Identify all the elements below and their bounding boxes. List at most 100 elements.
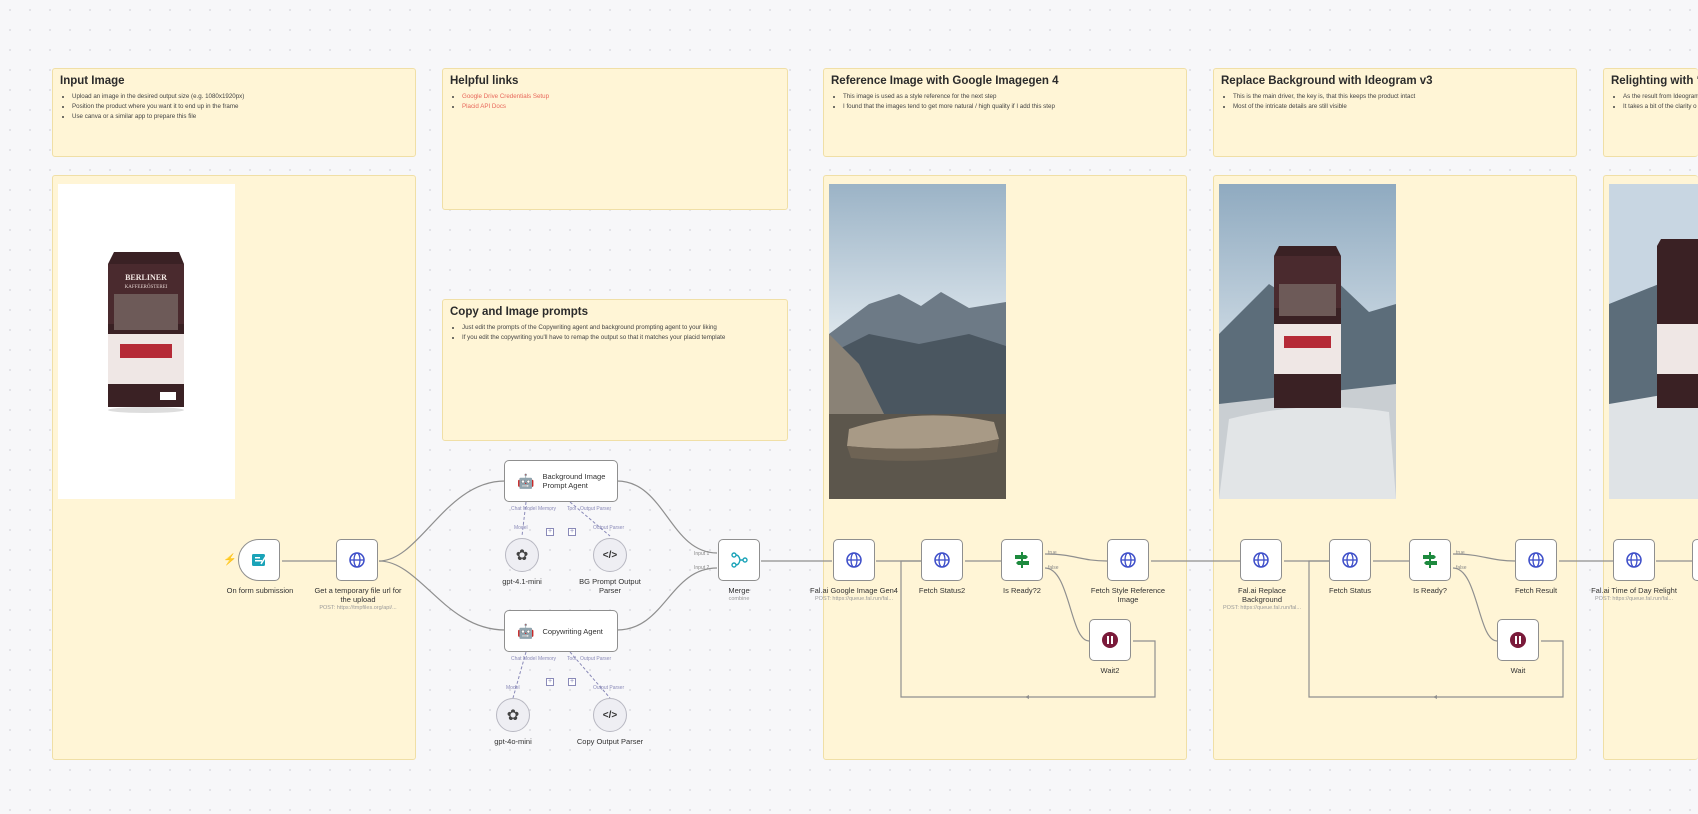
merge-input-2: Input 2 bbox=[694, 565, 710, 571]
globe-icon bbox=[1342, 552, 1358, 568]
note-helpful-links[interactable]: Helpful links Google Drive Credentials S… bbox=[442, 68, 788, 210]
note-title: Copy and Image prompts bbox=[450, 306, 589, 318]
node-sub: combine bbox=[728, 596, 750, 602]
node-label: Wait bbox=[1510, 666, 1526, 675]
node-gpt-4o-mini[interactable]: ✿ bbox=[496, 698, 530, 732]
code-icon: </> bbox=[602, 709, 618, 721]
note-title: Reference Image with Google Imagegen 4 bbox=[831, 75, 1059, 87]
node-on-form-submission[interactable] bbox=[238, 539, 280, 581]
globe-icon bbox=[1528, 552, 1544, 568]
node-next-partial[interactable] bbox=[1692, 539, 1698, 581]
node-is-ready2[interactable] bbox=[1001, 539, 1043, 581]
note-item: I found that the images tend to get more… bbox=[843, 102, 1179, 112]
code-icon: </> bbox=[602, 549, 618, 561]
globe-icon bbox=[846, 552, 862, 568]
note-copy-image-prompts[interactable]: Copy and Image prompts Just edit the pro… bbox=[442, 299, 788, 441]
node-label: Fetch Status bbox=[1328, 586, 1372, 595]
node-sub: POST: https://tmpfiles.org/api/... bbox=[319, 605, 397, 611]
link-google-drive-credentials[interactable]: Google Drive Credentials Setup bbox=[462, 93, 550, 100]
node-gpt-4-1-mini[interactable]: ✿ bbox=[505, 538, 539, 572]
node-label: Is Ready?2 bbox=[1003, 586, 1041, 595]
parser-tag: Output Parser bbox=[593, 525, 625, 531]
robot-icon: 🤖 bbox=[517, 472, 535, 489]
node-fal-replace-background[interactable] bbox=[1240, 539, 1282, 581]
node-label: gpt-4o-mini bbox=[494, 737, 532, 746]
node-get-temporary-file-url[interactable] bbox=[336, 539, 378, 581]
robot-icon: 🤖 bbox=[517, 622, 535, 639]
note-title: Replace Background with Ideogram v3 bbox=[1221, 75, 1433, 87]
signpost-icon bbox=[1423, 552, 1437, 568]
bag-brand-line2: KAFFEERÖSTEREI bbox=[125, 284, 168, 290]
pause-icon bbox=[1510, 632, 1526, 648]
note-item: Upload an image in the desired output si… bbox=[72, 92, 408, 102]
node-wait2[interactable] bbox=[1089, 619, 1131, 661]
note-item: Use canva or a similar app to prepare th… bbox=[72, 112, 408, 122]
link-placid-api-docs[interactable]: Placid API Docs bbox=[462, 103, 507, 110]
add-memory-button[interactable]: + bbox=[546, 678, 554, 686]
replaced-background-image bbox=[1219, 184, 1396, 499]
node-label: Is Ready? bbox=[1413, 586, 1447, 595]
node-sub: POST: https://queue.fal.run/fal... bbox=[1595, 596, 1673, 602]
port-memory: Memory bbox=[538, 656, 557, 662]
port-chat-model: Chat Model bbox=[511, 656, 537, 662]
port-tool: Tool bbox=[567, 656, 577, 662]
note-relighting[interactable]: Relighting with “Ti As the result from I… bbox=[1603, 68, 1698, 157]
node-fetch-status[interactable] bbox=[1329, 539, 1371, 581]
globe-icon bbox=[1626, 552, 1642, 568]
note-replace-background[interactable]: Replace Background with Ideogram v3 This… bbox=[1213, 68, 1577, 157]
reference-mountain-image bbox=[829, 184, 1006, 499]
node-label: Merge bbox=[728, 586, 750, 595]
node-label: Wait2 bbox=[1100, 666, 1120, 675]
note-item: If you edit the copywriting you'll have … bbox=[462, 333, 780, 343]
note-item: Just edit the prompts of the Copywriting… bbox=[462, 323, 780, 333]
node-sub: POST: https://queue.fal.run/fal... bbox=[815, 596, 893, 602]
globe-icon bbox=[1253, 552, 1269, 568]
signpost-icon bbox=[1015, 552, 1029, 568]
port-chat-model: Chat Model bbox=[511, 506, 537, 512]
node-is-ready[interactable] bbox=[1409, 539, 1451, 581]
add-memory-button[interactable]: + bbox=[546, 528, 554, 536]
node-wait[interactable] bbox=[1497, 619, 1539, 661]
node-copy-output-parser[interactable]: </> bbox=[593, 698, 627, 732]
node-fetch-result[interactable] bbox=[1515, 539, 1557, 581]
node-fetch-status2[interactable] bbox=[921, 539, 963, 581]
port-memory: Memory bbox=[538, 506, 557, 512]
node-label: On form submission bbox=[226, 586, 294, 595]
branch-false-label: false bbox=[1048, 565, 1059, 571]
node-label: Fal.ai Time of Day Relight bbox=[1591, 586, 1677, 595]
note-item: This is the main driver, the key is, tha… bbox=[1233, 92, 1569, 102]
input-product-image: BERLINER KAFFEERÖSTEREI bbox=[58, 184, 235, 499]
node-label: Fetch Status2 bbox=[918, 586, 966, 595]
branch-true-label: true bbox=[1456, 550, 1465, 556]
note-item: It takes a bit of the clarity o bbox=[1623, 102, 1697, 112]
node-fal-google-image-gen4[interactable] bbox=[833, 539, 875, 581]
globe-icon bbox=[1120, 552, 1136, 568]
node-label: Fal.ai Google Image Gen4 bbox=[810, 586, 898, 595]
node-bg-prompt-output-parser[interactable]: </> bbox=[593, 538, 627, 572]
port-tool: Tool bbox=[567, 506, 577, 512]
node-label: Copy Output Parser bbox=[576, 737, 644, 746]
openai-icon: ✿ bbox=[506, 707, 520, 724]
node-label: Fetch Result bbox=[1514, 586, 1558, 595]
merge-icon bbox=[731, 552, 748, 568]
branch-false-label: false bbox=[1456, 565, 1467, 571]
node-merge[interactable] bbox=[718, 539, 760, 581]
note-reference-image[interactable]: Reference Image with Google Imagegen 4 T… bbox=[823, 68, 1187, 157]
node-copywriting-agent[interactable]: 🤖 Copywriting Agent bbox=[504, 610, 618, 652]
node-label: gpt-4.1-mini bbox=[502, 577, 542, 586]
note-input-image[interactable]: Input Image Upload an image in the desir… bbox=[52, 68, 416, 157]
note-title: Relighting with “Ti bbox=[1611, 75, 1698, 87]
node-fetch-style-reference-image[interactable] bbox=[1107, 539, 1149, 581]
node-fal-time-of-day-relight[interactable] bbox=[1613, 539, 1655, 581]
port-output-parser: Output Parser bbox=[580, 506, 612, 512]
add-tool-button[interactable]: + bbox=[568, 678, 576, 686]
model-tag: Model bbox=[514, 525, 528, 531]
pause-icon bbox=[1102, 632, 1118, 648]
add-tool-button[interactable]: + bbox=[568, 528, 576, 536]
note-item: As the result from Ideogram bbox=[1623, 92, 1698, 102]
node-sub: POST: https://queue.fal.run/fal... bbox=[1223, 605, 1301, 611]
